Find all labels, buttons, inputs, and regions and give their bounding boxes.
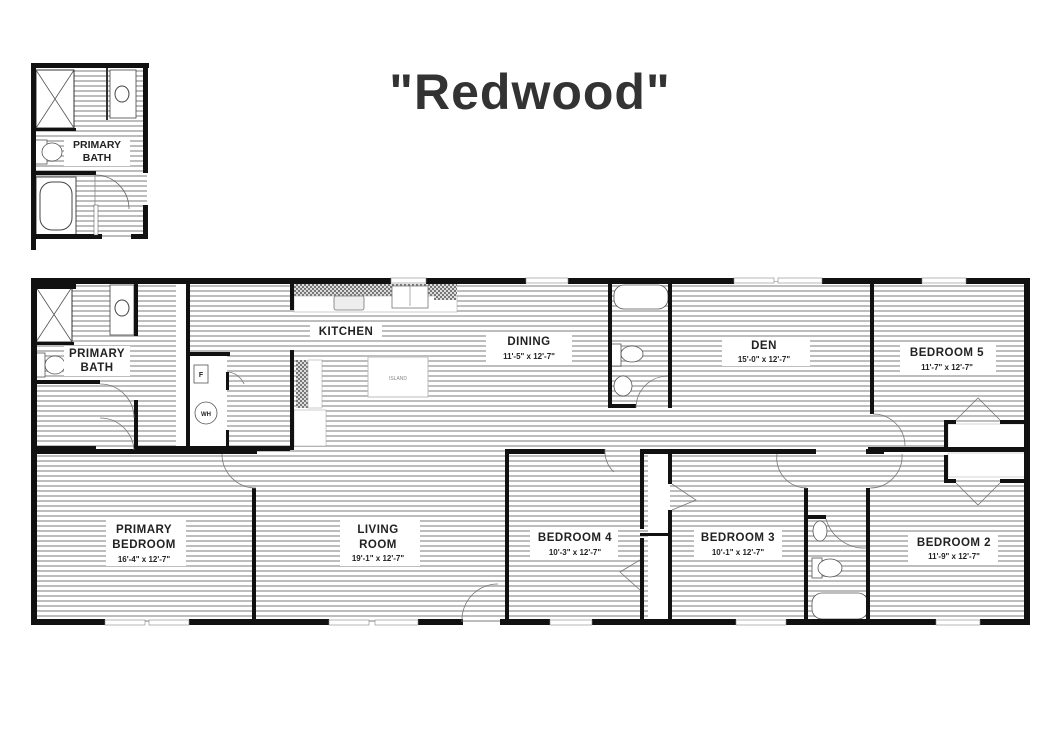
svg-text:ROOM: ROOM: [359, 539, 397, 551]
svg-text:F: F: [199, 372, 204, 379]
svg-text:15'-0" x 12'-7": 15'-0" x 12'-7": [738, 355, 791, 364]
svg-text:11'-7" x 12'-7": 11'-7" x 12'-7": [921, 363, 973, 372]
range-icon: [333, 295, 365, 311]
svg-text:BEDROOM: BEDROOM: [112, 539, 176, 551]
pantry-counter: [296, 360, 308, 408]
plan-title: "Redwood": [389, 64, 671, 120]
sink-icon: [812, 520, 828, 542]
room-primary-bath: PRIMARY BATH: [64, 346, 130, 376]
doors: [99, 371, 1001, 623]
kitchen-counter: [294, 284, 457, 296]
room-kitchen: KITCHEN: [310, 323, 382, 339]
svg-text:ISLAND: ISLAND: [389, 376, 407, 382]
windows: [104, 277, 981, 626]
kitchen-island: [367, 356, 429, 398]
svg-text:BEDROOM 2: BEDROOM 2: [917, 537, 991, 549]
inset-primary-bath: PRIMARY BATH: [31, 63, 149, 250]
main-plan: F WH ISLAND: [31, 277, 1030, 626]
bathtub-icon: [811, 592, 869, 620]
room-den: DEN 15'-0" x 12'-7": [722, 338, 810, 366]
svg-text:10'-1" x 12'-7": 10'-1" x 12'-7": [712, 548, 765, 557]
svg-text:11'-9" x 12'-7": 11'-9" x 12'-7": [928, 552, 980, 561]
sink-icon: [613, 375, 633, 397]
svg-text:LIVING: LIVING: [357, 524, 398, 536]
walls: [31, 278, 1030, 625]
svg-text:BEDROOM 5: BEDROOM 5: [910, 347, 984, 359]
water-heater-icon: [194, 401, 218, 425]
svg-text:BEDROOM 3: BEDROOM 3: [701, 532, 775, 544]
room-bedroom-5: BEDROOM 5 11'-7" x 12'-7": [900, 344, 996, 374]
svg-text:DINING: DINING: [507, 336, 550, 348]
inset-label-line2: BATH: [83, 152, 111, 164]
svg-text:KITCHEN: KITCHEN: [319, 326, 374, 338]
svg-text:BEDROOM 4: BEDROOM 4: [538, 532, 612, 544]
svg-text:16'-4" x 12'-7": 16'-4" x 12'-7": [118, 555, 171, 564]
freezer-icon: [193, 364, 209, 384]
room-bedroom-2: BEDROOM 2 11'-9" x 12'-7": [908, 534, 998, 564]
room-bedroom-4: BEDROOM 4 10'-3" x 12'-7": [530, 530, 618, 560]
room-bedroom-3: BEDROOM 3 10'-1" x 12'-7": [694, 530, 782, 560]
svg-text:19'-1" x 12'-7": 19'-1" x 12'-7": [352, 554, 405, 563]
svg-text:DEN: DEN: [751, 340, 777, 352]
svg-text:BATH: BATH: [80, 362, 113, 374]
svg-text:PRIMARY: PRIMARY: [69, 348, 125, 360]
svg-text:11'-5" x 12'-7": 11'-5" x 12'-7": [503, 352, 555, 361]
refrigerator-icon: [293, 409, 327, 447]
toilet-icon: [610, 343, 622, 367]
svg-text:10'-3" x 12'-7": 10'-3" x 12'-7": [549, 548, 602, 557]
svg-text:WH: WH: [201, 412, 211, 418]
inset-label-line1: PRIMARY: [73, 139, 121, 151]
room-dining: DINING 11'-5" x 12'-7": [486, 334, 572, 364]
room-primary-bedroom: PRIMARY BEDROOM 16'-4" x 12'-7": [106, 520, 186, 566]
room-living-room: LIVING ROOM 19'-1" x 12'-7": [340, 520, 420, 566]
bathtub-icon: [613, 284, 669, 310]
svg-text:PRIMARY: PRIMARY: [116, 524, 172, 536]
